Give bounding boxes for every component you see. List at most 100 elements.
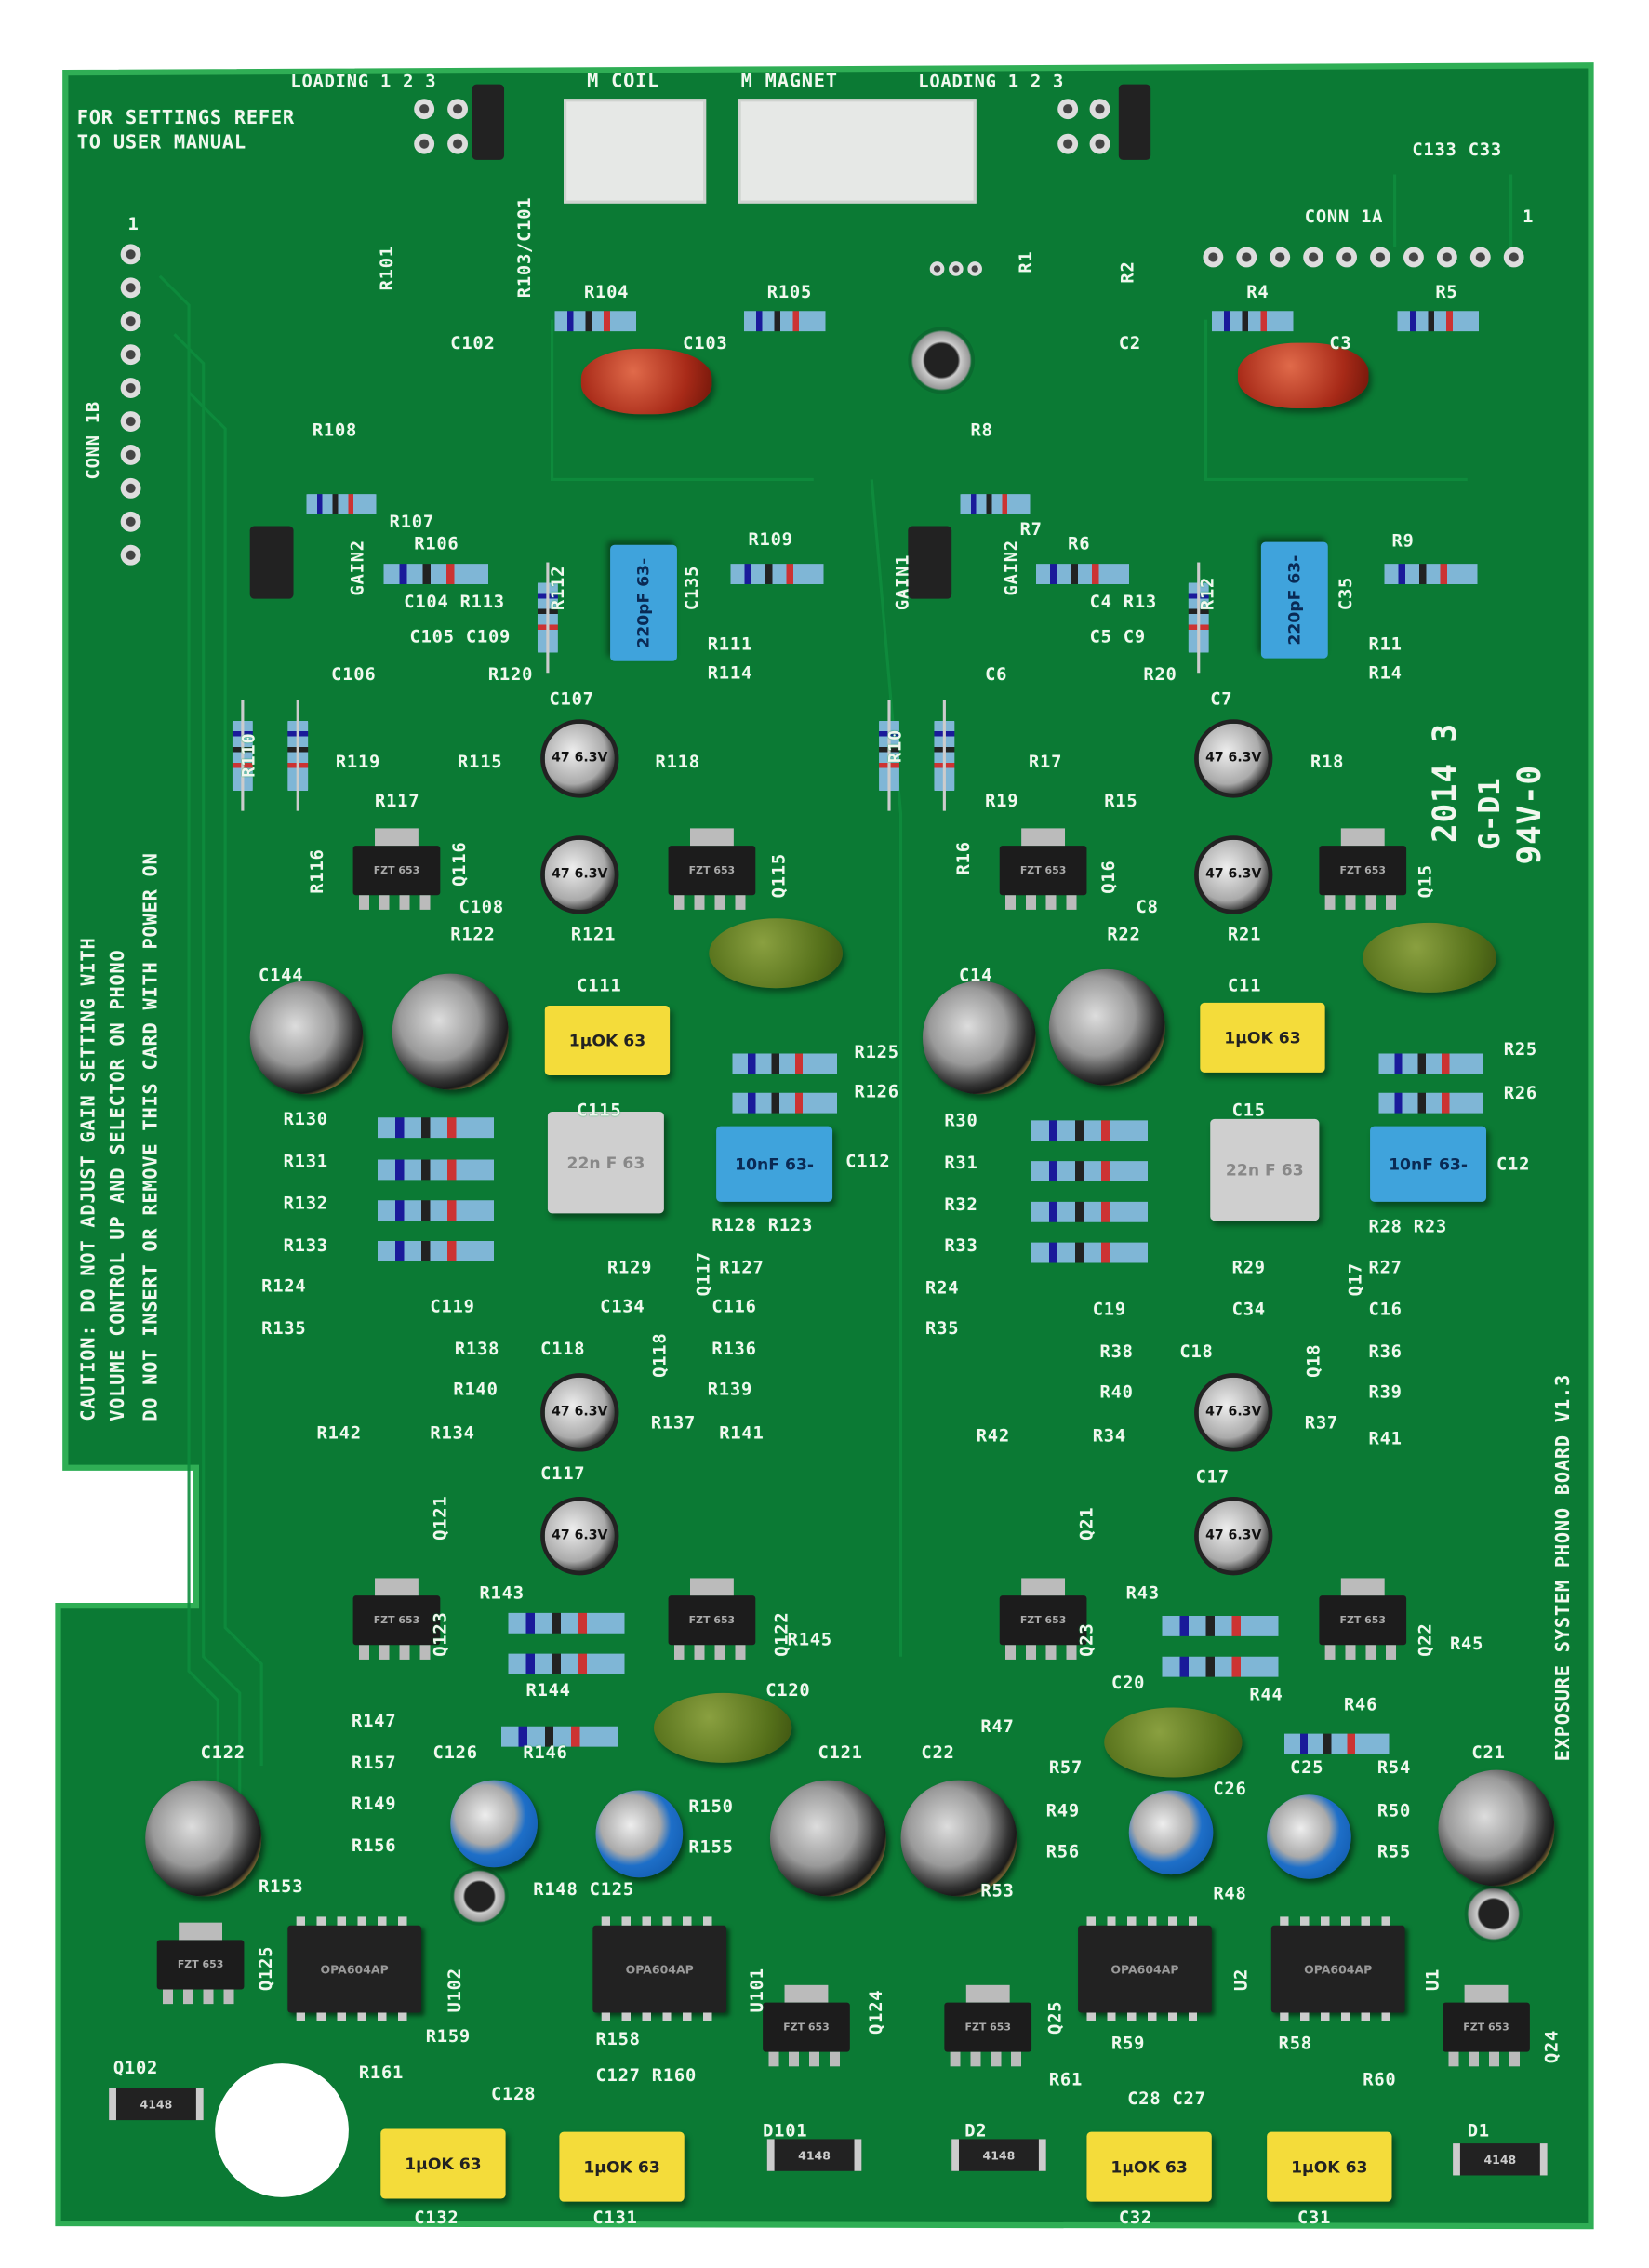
film-cap-green xyxy=(1363,922,1496,993)
resistor xyxy=(1190,311,1315,332)
loading-jumper xyxy=(1118,84,1151,160)
silkscreen-label-vertical: Q116 xyxy=(448,841,470,887)
loading-jumper xyxy=(472,84,505,160)
silkscreen-label: C116 xyxy=(711,1296,757,1317)
silkscreen-label: R43 xyxy=(1125,1582,1160,1603)
resistor xyxy=(1353,1053,1509,1074)
ul-mark: 94V-0 xyxy=(1512,765,1549,865)
electrolytic-cap xyxy=(900,1780,1017,1897)
silkscreen-label: R35 xyxy=(925,1317,960,1339)
silkscreen-label: D2 xyxy=(964,2120,988,2141)
smd-cap: 47 6.3V xyxy=(540,835,619,914)
film-cap-10nf: 10nF 63- xyxy=(716,1126,833,1202)
header-pin xyxy=(120,511,141,532)
smd-cap: 47 6.3V xyxy=(1194,719,1273,798)
silkscreen-label: R145 xyxy=(787,1629,832,1649)
film-cap-green xyxy=(653,1692,792,1763)
silkscreen-label-vertical: R101 xyxy=(376,246,397,291)
silkscreen-label-vertical: Q121 xyxy=(430,1495,451,1541)
mounting-cutout xyxy=(215,2063,349,2197)
silkscreen-label: R24 xyxy=(925,1277,960,1298)
silkscreen-label: R28 R23 xyxy=(1368,1216,1447,1237)
silkscreen-label-vertical: R110 xyxy=(238,732,259,778)
silkscreen-label: R34 xyxy=(1092,1425,1126,1447)
caution-line-2: VOLUME CONTROL UP AND SELECTOR ON PHONO xyxy=(107,949,130,1421)
silkscreen-label: R106 xyxy=(414,533,459,554)
jumper-pin xyxy=(1089,99,1110,120)
smd-cap: 47 6.3V xyxy=(540,719,619,798)
silkscreen-label: R39 xyxy=(1368,1381,1403,1403)
silkscreen-label: R135 xyxy=(261,1317,307,1339)
silkscreen-label: R148 C125 xyxy=(533,1878,634,1900)
electrolytic-cap xyxy=(1438,1769,1555,1887)
silkscreen-label: C134 xyxy=(600,1296,645,1317)
silkscreen-label: R20 xyxy=(1143,663,1177,685)
silkscreen-label: C19 xyxy=(1092,1299,1126,1320)
silkscreen-label: D101 xyxy=(763,2120,808,2141)
header-pin xyxy=(120,544,141,566)
silkscreen-label: C5 C9 xyxy=(1089,626,1146,647)
silkscreen-label: C17 xyxy=(1195,1466,1230,1488)
silkscreen-label: C118 xyxy=(540,1338,586,1359)
electrolytic-cap xyxy=(392,973,509,1090)
smd-cap: 47 6.3V xyxy=(540,1373,619,1452)
silkscreen-label-vertical: Q115 xyxy=(768,853,790,899)
resistor xyxy=(287,712,309,800)
silkscreen-label: R47 xyxy=(980,1715,1015,1737)
header-pin xyxy=(1303,247,1324,268)
silkscreen-label: R40 xyxy=(1099,1381,1134,1403)
diode: 4148 xyxy=(1453,2143,1548,2176)
silkscreen-label: R128 R123 xyxy=(711,1214,814,1235)
silkscreen-label: C32 xyxy=(1118,2207,1153,2228)
electrolytic-cap xyxy=(922,981,1036,1095)
silkscreen-label: R137 xyxy=(650,1412,697,1434)
transistor: FZT 653 xyxy=(763,1984,850,2067)
silkscreen-label: C34 xyxy=(1231,1299,1266,1320)
silkscreen-label: R46 xyxy=(1343,1694,1378,1715)
silkscreen-label-vertical: GAIN1 xyxy=(892,554,912,611)
jumper-pin xyxy=(414,99,435,120)
resistor xyxy=(533,311,658,332)
silkscreen-label: R38 xyxy=(1099,1341,1134,1362)
diode: 4148 xyxy=(109,2088,204,2121)
silkscreen-label: R58 xyxy=(1278,2033,1312,2054)
diode: 4148 xyxy=(766,2139,862,2171)
silkscreen-label: R31 xyxy=(944,1152,978,1173)
resistor xyxy=(934,712,955,800)
smd-cap: 47 6.3V xyxy=(1194,1496,1273,1576)
silkscreen-label: C120 xyxy=(765,1679,811,1701)
header-pin xyxy=(1203,247,1224,268)
silkscreen-label: C115 xyxy=(577,1100,622,1121)
resistor xyxy=(482,1612,651,1634)
op-amp-ic: OPA604AP xyxy=(287,1916,422,2021)
header-pin xyxy=(1469,247,1491,268)
silkscreen-label-vertical: Q118 xyxy=(649,1332,671,1378)
jumper-pin xyxy=(447,99,468,120)
silkscreen-label: R115 xyxy=(458,751,503,772)
silkscreen-label-vertical: C135 xyxy=(681,565,702,611)
silkscreen-label: R122 xyxy=(450,924,496,945)
silkscreen-label: C106 xyxy=(331,663,377,685)
film-cap-yellow: 1μOK 63 xyxy=(1200,1002,1325,1073)
resistor xyxy=(1259,1733,1414,1754)
transistor: FZT 653 xyxy=(1319,828,1407,910)
resistor xyxy=(352,1117,521,1139)
silkscreen-label: R144 xyxy=(525,1679,571,1701)
gain-jumper xyxy=(249,526,294,599)
silkscreen-label: R159 xyxy=(425,2025,471,2047)
silkscreen-label-vertical: Q24 xyxy=(1541,2029,1563,2064)
resistor xyxy=(482,1653,651,1674)
resistor xyxy=(1376,311,1501,332)
jumper-pin xyxy=(447,133,468,154)
silkscreen-label: R149 xyxy=(352,1793,397,1814)
silkscreen-label: C117 xyxy=(540,1463,586,1484)
silkscreen-label: R156 xyxy=(352,1834,397,1856)
silkscreen-label: C132 xyxy=(414,2207,459,2228)
silkscreen-label: C133 C33 xyxy=(1412,139,1502,160)
film-cap-yellow: 1μOK 63 xyxy=(380,2128,506,2199)
silkscreen-label: R54 xyxy=(1376,1756,1412,1778)
jumper-pin xyxy=(1057,133,1079,154)
header-pin xyxy=(120,445,141,465)
silkscreen-label-vertical: C35 xyxy=(1335,576,1356,611)
resistor xyxy=(352,1200,521,1221)
